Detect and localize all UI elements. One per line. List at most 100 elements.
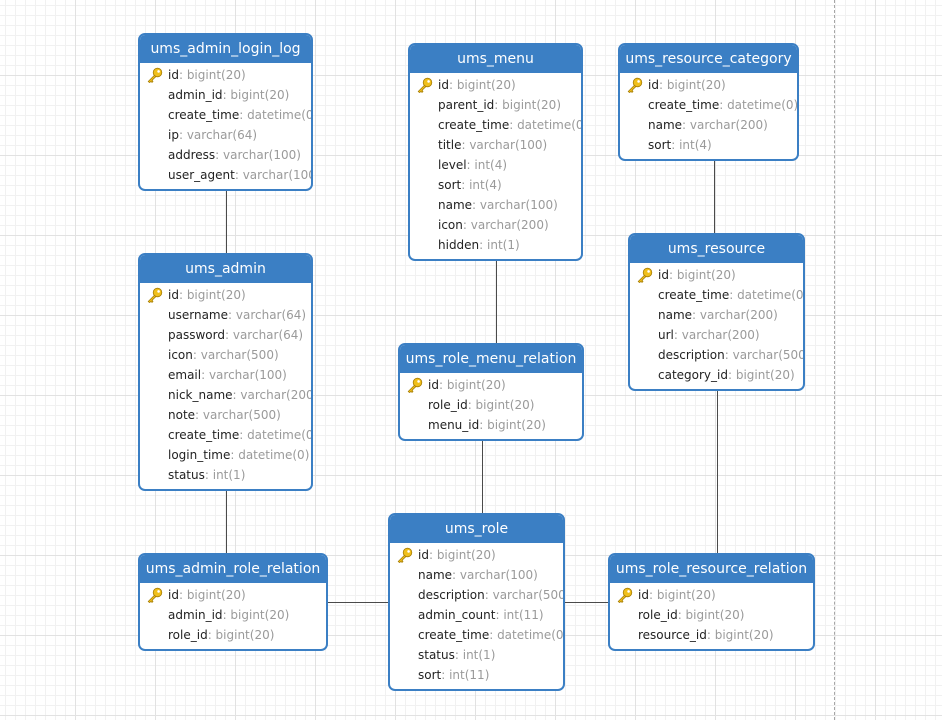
field-name: id [658, 268, 669, 282]
field-name: id [438, 78, 449, 92]
field-name: icon [438, 218, 463, 232]
field-row[interactable]: url: varchar(200) [630, 325, 803, 345]
field-name: name [658, 308, 693, 322]
primary-key-field[interactable]: id: bigint(20) [630, 265, 803, 285]
key-icon [626, 77, 643, 93]
field-row[interactable]: ip: varchar(64) [140, 125, 311, 145]
field-row[interactable]: menu_id: bigint(20) [400, 415, 582, 435]
field-separator: : [234, 168, 243, 182]
field-separator: : [239, 108, 248, 122]
field-row[interactable]: create_time: datetime(0) [140, 105, 311, 125]
primary-key-field[interactable]: id: bigint(20) [620, 75, 797, 95]
primary-key-field[interactable]: id: bigint(20) [140, 585, 326, 605]
field-row[interactable]: create_time: datetime(0) [140, 425, 311, 445]
field-row[interactable]: sort: int(11) [390, 665, 563, 685]
field-row[interactable]: resource_id: bigint(20) [610, 625, 813, 645]
field-separator: : [461, 178, 470, 192]
field-separator: : [677, 608, 686, 622]
field-row[interactable]: admin_id: bigint(20) [140, 85, 311, 105]
field-row[interactable]: parent_id: bigint(20) [410, 95, 581, 115]
field-row[interactable]: name: varchar(200) [620, 115, 797, 135]
field-type: varchar(64) [235, 308, 307, 322]
field-name: name [438, 198, 473, 212]
field-name: id [418, 548, 429, 562]
field-separator: : [192, 348, 201, 362]
primary-key-field[interactable]: id: bigint(20) [140, 65, 311, 85]
field-row[interactable]: name: varchar(100) [410, 195, 581, 215]
primary-key-field[interactable]: id: bigint(20) [610, 585, 813, 605]
field-row[interactable]: admin_count: int(11) [390, 605, 563, 625]
key-icon [146, 67, 163, 83]
field-row[interactable]: user_agent: varchar(100) [140, 165, 311, 185]
primary-key-field[interactable]: id: bigint(20) [410, 75, 581, 95]
field-separator: : [682, 118, 690, 132]
field-row[interactable]: login_time: datetime(0) [140, 445, 311, 465]
field-separator: : [489, 628, 498, 642]
field-name: username [168, 308, 228, 322]
primary-key-field[interactable]: id: bigint(20) [140, 285, 311, 305]
field-name: name [418, 568, 453, 582]
field-row[interactable]: email: varchar(100) [140, 365, 311, 385]
field-row[interactable]: note: varchar(500) [140, 405, 311, 425]
field-row[interactable]: level: int(4) [410, 155, 581, 175]
field-row[interactable]: role_id: bigint(20) [140, 625, 326, 645]
field-separator: : [178, 68, 187, 82]
field-row[interactable]: create_time: datetime(0) [620, 95, 797, 115]
entity-title: ums_role_menu_relation [400, 345, 582, 373]
field-separator: : [479, 238, 488, 252]
field-name: nick_name [168, 388, 233, 402]
field-type: int(1) [487, 238, 520, 252]
field-row[interactable]: role_id: bigint(20) [610, 605, 813, 625]
key-icon [146, 287, 163, 303]
field-row[interactable]: title: varchar(100) [410, 135, 581, 155]
field-type: varchar(200) [699, 308, 778, 322]
field-row[interactable]: name: varchar(100) [390, 565, 563, 585]
field-separator: : [494, 98, 503, 112]
field-separator: : [724, 348, 733, 362]
field-row[interactable]: role_id: bigint(20) [400, 395, 582, 415]
field-row[interactable]: name: varchar(200) [630, 305, 803, 325]
field-name: parent_id [438, 98, 495, 112]
field-row[interactable]: nick_name: varchar(200) [140, 385, 311, 405]
entity-title: ums_admin_role_relation [140, 555, 326, 583]
primary-key-field[interactable]: id: bigint(20) [400, 375, 582, 395]
field-type: bigint(20) [487, 418, 546, 432]
field-separator: : [673, 328, 682, 342]
field-row[interactable]: create_time: datetime(0) [410, 115, 581, 135]
field-type: varchar(100) [242, 168, 313, 182]
field-separator: : [232, 388, 241, 402]
key-icon [636, 267, 653, 283]
field-row[interactable]: description: varchar(500) [630, 345, 803, 365]
field-separator: : [495, 608, 504, 622]
field-separator: : [228, 308, 236, 322]
field-row[interactable]: sort: int(4) [620, 135, 797, 155]
field-row[interactable]: create_time: datetime(0) [630, 285, 803, 305]
field-separator: : [224, 328, 233, 342]
field-row[interactable]: status: int(1) [140, 465, 311, 485]
field-row[interactable]: address: varchar(100) [140, 145, 311, 165]
field-row[interactable]: admin_id: bigint(20) [140, 605, 326, 625]
field-row[interactable]: hidden: int(1) [410, 235, 581, 255]
field-row[interactable]: sort: int(4) [410, 175, 581, 195]
field-row[interactable]: category_id: bigint(20) [630, 365, 803, 385]
field-row[interactable]: icon: varchar(500) [140, 345, 311, 365]
field-row[interactable]: password: varchar(64) [140, 325, 311, 345]
primary-key-field[interactable]: id: bigint(20) [390, 545, 563, 565]
field-row[interactable]: icon: varchar(200) [410, 215, 581, 235]
field-name: id [168, 68, 179, 82]
field-row[interactable]: status: int(1) [390, 645, 563, 665]
field-row[interactable]: description: varchar(500) [390, 585, 563, 605]
field-type: datetime(0) [727, 98, 799, 112]
field-row[interactable]: username: varchar(64) [140, 305, 311, 325]
field-separator: : [462, 218, 471, 232]
field-row[interactable]: create_time: datetime(0) [390, 625, 563, 645]
